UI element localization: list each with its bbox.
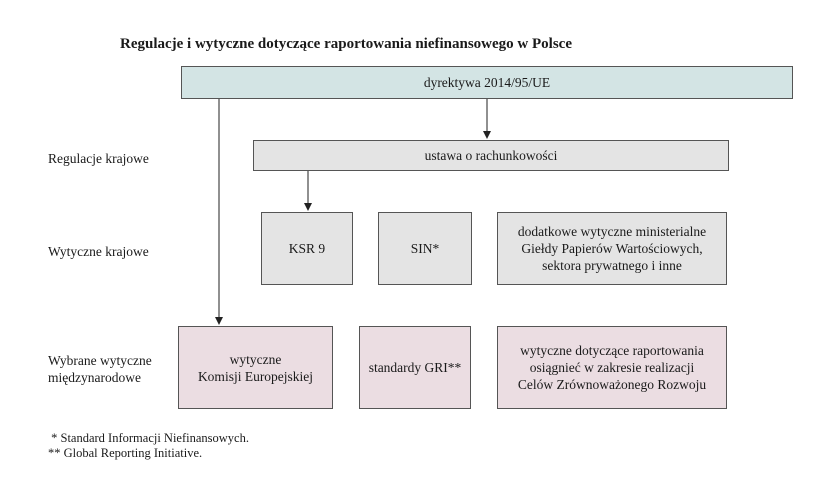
sin-box: SIN* — [378, 212, 472, 285]
gri-label: standardy GRI** — [368, 360, 462, 375]
row-label-regulacje: Regulacje krajowe — [48, 151, 149, 166]
sdg-label-line3: Celów Zrównoważonego Rozwoju — [517, 377, 707, 392]
directive-label: dyrektywa 2014/95/UE — [423, 75, 551, 90]
ksr-label: KSR 9 — [288, 241, 326, 256]
row-label-miedzynarodowe-line1: Wybrane wytyczne — [48, 353, 152, 368]
dodatkowe-box: dodatkowe wytyczne ministerialne Giełdy … — [497, 212, 727, 285]
ustawa-label: ustawa o rachunkowości — [424, 148, 558, 163]
dodatkowe-label-line2: Giełdy Papierów Wartościowych, — [521, 241, 703, 256]
komisja-label-line2: Komisji Europejskiej — [197, 368, 314, 384]
gri-box: standardy GRI** — [359, 326, 471, 409]
dodatkowe-label-line3: sektora prywatnego i inne — [542, 258, 682, 273]
sdg-label-line1: wytyczne dotyczące raportowania — [520, 343, 704, 358]
sin-label: SIN* — [410, 241, 440, 256]
ksr-box: KSR 9 — [261, 212, 353, 285]
footnotes: * Standard Informacji Niefinansowych. **… — [48, 431, 249, 461]
komisja-box: wytyczne Komisji Europejskiej — [178, 326, 333, 409]
komisja-label-line1: wytyczne — [229, 351, 282, 367]
diagram-title: Regulacje i wytyczne dotyczące raportowa… — [120, 36, 572, 52]
ustawa-box: ustawa o rachunkowości — [253, 140, 729, 171]
row-label-wytyczne-krajowe: Wytyczne krajowe — [48, 244, 149, 259]
row-label-miedzynarodowe: Wybrane wytyczne międzynarodowe — [48, 352, 152, 386]
footnote-gri: ** Global Reporting Initiative. — [48, 446, 203, 460]
sdg-label-line2: osiągnieć w zakresie realizacji — [529, 360, 695, 375]
row-label-miedzynarodowe-line2: międzynarodowe — [48, 370, 141, 385]
directive-box: dyrektywa 2014/95/UE — [181, 66, 793, 99]
footnote-sin: * Standard Informacji Niefinansowych. — [48, 431, 249, 445]
dodatkowe-label-line1: dodatkowe wytyczne ministerialne — [517, 224, 707, 239]
sdg-box: wytyczne dotyczące raportowania osiągnie… — [497, 326, 727, 409]
